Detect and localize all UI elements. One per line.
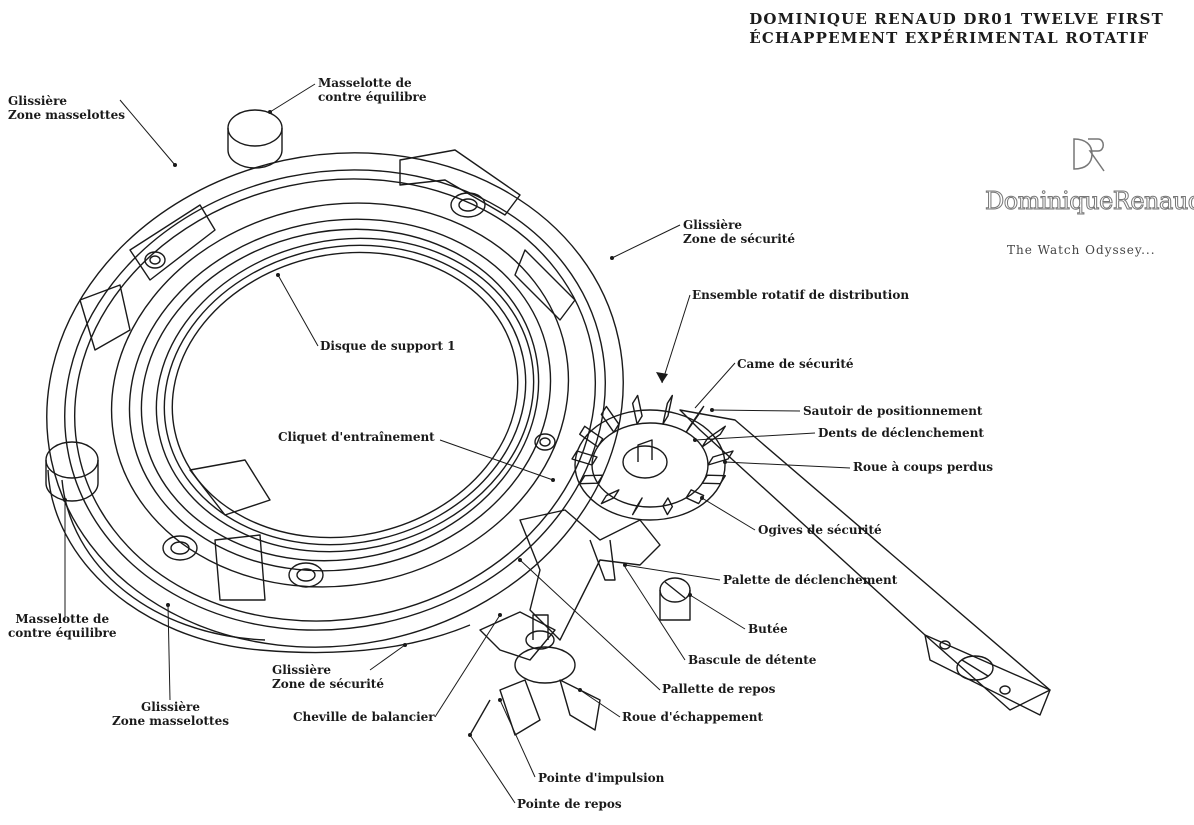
wheel-tooth [600, 405, 620, 433]
ring-screws [144, 192, 556, 588]
brand-logo: DominiqueRenaud The Watch Odyssey... [985, 135, 1194, 265]
label-line: Masselotte de [15, 612, 110, 626]
arrow-head [656, 372, 668, 383]
title-line-1: DOMINIQUE RENAUD DR01 TWELVE FIRST [749, 10, 1164, 28]
diagram-title: DOMINIQUE RENAUD DR01 TWELVE FIRST ÉCHAP… [749, 10, 1164, 48]
rotary-distribution-assembly [571, 394, 734, 521]
label-cliquet: Cliquet d'entraînement [278, 430, 435, 444]
title-line-2: ÉCHAPPEMENT EXPÉRIMENTAL ROTATIF [749, 29, 1150, 47]
label-line: Glissière [140, 700, 200, 714]
support-disc [155, 237, 535, 553]
positioning-lever [679, 409, 1051, 716]
wheel-tooth [579, 425, 604, 448]
label-disque-support: Disque de support 1 [320, 339, 456, 353]
wheel-tooth [571, 450, 598, 466]
label-line: Glissière [8, 94, 68, 108]
label-ensemble-rotatif: Ensemble rotatif de distribution [692, 288, 910, 302]
wheel-tooth [662, 497, 674, 516]
wheel-tooth [707, 450, 734, 466]
inner-ring [110, 202, 570, 588]
wheel-tooth [685, 405, 705, 433]
logo-wordmark: DominiqueRenaud [985, 187, 1194, 216]
wheel-tooth [600, 489, 620, 505]
label-palette-declenchement: Palette de déclenchement [723, 573, 898, 587]
wheel-tooth [685, 489, 705, 505]
label-glissiere-bottom-left: Glissière Zone masselottes [112, 700, 229, 728]
wheel-tooth [662, 394, 674, 425]
leader-dots [63, 110, 727, 737]
label-line: Glissière [272, 663, 332, 677]
escapement-assembly [469, 509, 691, 736]
wheel-tooth [631, 497, 643, 516]
label-line: Glissière [683, 218, 743, 232]
label-ogives: Ogives de sécurité [758, 523, 882, 537]
label-line: Masselotte de [318, 76, 412, 90]
label-butee: Butée [748, 622, 788, 636]
label-came-securite: Came de sécurité [737, 357, 854, 371]
counterweight-left [45, 441, 99, 502]
label-roue-coups-perdus: Roue à coups perdus [853, 460, 994, 474]
label-pallette-repos: Pallette de repos [662, 682, 776, 696]
label-line: contre équilibre [318, 90, 427, 104]
label-pointe-repos: Pointe de repos [517, 797, 622, 811]
label-line: Zone de sécurité [683, 232, 795, 246]
label-line: Zone masselottes [8, 108, 125, 122]
label-masselotte-top: Masselotte de contre équilibre [318, 76, 427, 104]
wheel-tooth [701, 474, 726, 485]
label-roue-echappement: Roue d'échappement [622, 710, 764, 724]
dr-monogram-icon [1073, 138, 1105, 172]
label-bascule: Bascule de détente [688, 653, 817, 667]
counterweight-top [227, 109, 283, 169]
label-glissiere-bottom: Glissière Zone de sécurité [272, 663, 384, 691]
wheel-tooth [579, 474, 604, 485]
logo-tagline: The Watch Odyssey... [1007, 243, 1156, 257]
wheel-tooth [631, 394, 643, 425]
label-cheville: Cheville de balancier [293, 710, 435, 724]
label-line: Zone de sécurité [272, 677, 384, 691]
label-glissiere-top-left: Glissière Zone masselottes [8, 94, 125, 122]
leader-lines [64, 83, 851, 804]
label-pointe-impulsion: Pointe d'impulsion [538, 771, 665, 785]
label-line: Zone masselottes [112, 714, 229, 728]
label-dents-declenchement: Dents de déclenchement [818, 426, 984, 440]
label-line: contre équilibre [8, 626, 117, 640]
label-sautoir: Sautoir de positionnement [803, 404, 983, 418]
label-masselotte-left: Masselotte de contre équilibre [8, 612, 117, 640]
label-glissiere-top-right: Glissière Zone de sécurité [683, 218, 795, 246]
outer-ring [46, 152, 624, 648]
